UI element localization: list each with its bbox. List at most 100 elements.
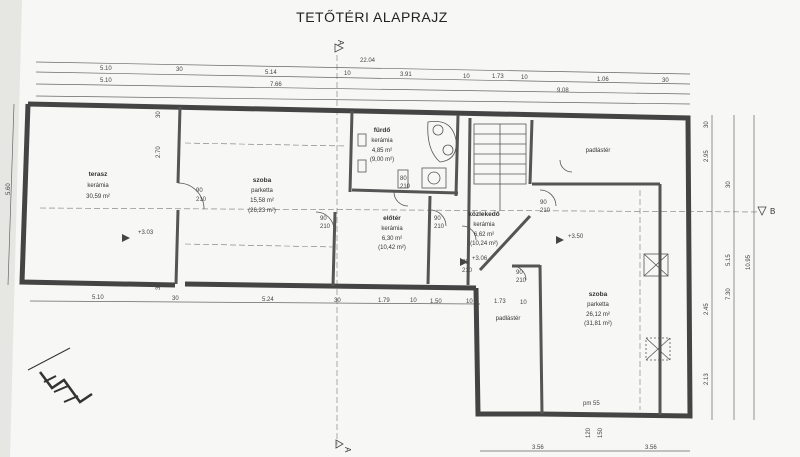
- svg-text:5.10: 5.10: [92, 295, 104, 301]
- svg-text:30: 30: [172, 296, 179, 302]
- svg-text:3.56: 3.56: [532, 445, 544, 451]
- svg-text:7.30: 7.30: [726, 288, 732, 300]
- svg-text:120: 120: [586, 427, 592, 438]
- svg-text:+3.50: +3.50: [568, 234, 584, 240]
- svg-text:90: 90: [540, 200, 547, 206]
- svg-text:210: 210: [400, 184, 411, 190]
- svg-text:szoba: szoba: [589, 291, 608, 298]
- svg-text:30: 30: [704, 121, 710, 128]
- svg-text:30: 30: [334, 298, 341, 304]
- svg-text:5.24: 5.24: [262, 297, 274, 303]
- svg-text:(26,23 m²): (26,23 m²): [248, 208, 276, 214]
- svg-text:kerámia: kerámia: [381, 226, 403, 232]
- svg-text:210: 210: [462, 268, 473, 274]
- svg-text:terasz: terasz: [89, 171, 109, 178]
- svg-text:2.45: 2.45: [704, 303, 710, 315]
- svg-text:parketta: parketta: [587, 302, 609, 308]
- svg-text:90: 90: [320, 216, 327, 222]
- svg-text:26,12 m²: 26,12 m²: [586, 312, 610, 318]
- svg-text:padlástér: padlástér: [586, 148, 611, 154]
- svg-text:(31,81 m²): (31,81 m²): [584, 321, 612, 327]
- svg-text:kerámia: kerámia: [473, 222, 495, 228]
- svg-text:9.08: 9.08: [557, 88, 569, 94]
- svg-text:5.15: 5.15: [726, 254, 732, 266]
- svg-text:parketta: parketta: [251, 188, 273, 194]
- svg-text:kerámia: kerámia: [371, 138, 393, 144]
- svg-text:A: A: [336, 40, 345, 46]
- svg-text:6,30 m²: 6,30 m²: [382, 236, 402, 242]
- svg-text:2.13: 2.13: [704, 373, 710, 385]
- svg-text:3.56: 3.56: [645, 445, 657, 451]
- svg-text:210: 210: [196, 197, 207, 203]
- page-curl-shadow: [0, 0, 22, 457]
- staircase: [473, 123, 527, 210]
- svg-text:5.14: 5.14: [265, 70, 277, 76]
- svg-text:előtér: előtér: [383, 215, 401, 222]
- svg-text:150: 150: [598, 427, 604, 438]
- svg-text:10: 10: [466, 299, 473, 305]
- section-marker-a-top: A: [334, 40, 345, 53]
- svg-text:3.91: 3.91: [400, 72, 412, 78]
- plan-title: TETŐTÉRI ALAPRAJZ: [296, 9, 448, 25]
- svg-text:padlástér: padlástér: [496, 316, 521, 322]
- svg-text:10: 10: [463, 74, 470, 80]
- svg-text:90: 90: [196, 188, 203, 194]
- svg-text:10: 10: [521, 75, 528, 81]
- svg-text:+3.06: +3.06: [472, 256, 488, 262]
- svg-text:2.95: 2.95: [704, 150, 710, 162]
- svg-text:210: 210: [516, 278, 527, 284]
- svg-text:1.73: 1.73: [494, 299, 506, 305]
- room-szoba-1: szoba parketta 15,58 m² (26,23 m²): [248, 177, 276, 214]
- svg-text:1.79: 1.79: [378, 298, 390, 304]
- svg-text:30: 30: [662, 78, 669, 84]
- svg-text:1.06: 1.06: [597, 77, 609, 83]
- svg-text:(10,42 m²): (10,42 m²): [378, 245, 406, 251]
- section-marker-b: B: [757, 206, 775, 216]
- svg-text:2.70: 2.70: [156, 146, 162, 158]
- svg-text:1.73: 1.73: [492, 74, 504, 80]
- svg-text:5.10: 5.10: [100, 66, 112, 72]
- svg-text:10: 10: [520, 300, 527, 306]
- room-kozlekedo: közlekedő kerámia 6,62 m² (10,24 m²) +3.…: [468, 211, 499, 262]
- svg-text:(10,24 m²): (10,24 m²): [470, 241, 498, 247]
- exterior-walls: [19, 101, 693, 419]
- svg-text:közlekedő: közlekedő: [468, 211, 499, 218]
- room-furdo: fürdő kerámia 4,85 m² (9,00 m²): [370, 127, 394, 163]
- svg-text:kerámia: kerámia: [87, 183, 109, 189]
- svg-text:30: 30: [726, 181, 732, 188]
- svg-text:5.10: 5.10: [100, 78, 112, 84]
- svg-text:6,62 m²: 6,62 m²: [474, 232, 494, 238]
- roof-windows: [643, 253, 671, 361]
- svg-text:A: A: [343, 447, 352, 453]
- top-dimension-chain: 22.04 5.10 30 5.14 10 3.91 10 1.73 10 1.…: [35, 58, 691, 105]
- svg-text:210: 210: [434, 224, 445, 230]
- svg-text:5.60: 5.60: [6, 183, 12, 195]
- svg-text:B: B: [770, 207, 775, 216]
- mid-dimension-chain: 5.10 30 5.24 30 1.79 10 1.50 10 1.73 10: [29, 295, 527, 306]
- svg-text:pm 55: pm 55: [583, 401, 600, 407]
- svg-text:7.66: 7.66: [270, 82, 282, 88]
- svg-text:90: 90: [516, 270, 523, 276]
- svg-text:90: 90: [434, 216, 441, 222]
- room-eloter: előtér kerámia 6,30 m² (10,42 m²): [378, 215, 406, 251]
- right-dimension-chain: 30 2.95 30 5.15 2.45 2.13 7.30 10.95: [704, 115, 755, 420]
- north-arrow-icon: [27, 347, 93, 404]
- svg-text:210: 210: [540, 208, 551, 214]
- bottom-labels: pm 55 120 150: [583, 401, 604, 438]
- svg-text:10: 10: [410, 298, 417, 304]
- svg-text:30,59 m²: 30,59 m²: [86, 194, 110, 200]
- svg-text:15,58 m²: 15,58 m²: [250, 198, 274, 204]
- svg-text:10: 10: [344, 71, 351, 77]
- svg-text:22.04: 22.04: [360, 58, 376, 64]
- section-marker-a-bottom: A: [335, 439, 352, 453]
- room-terasz: terasz kerámia 30,59 m² +3.03: [86, 171, 154, 236]
- svg-text:210: 210: [320, 224, 331, 230]
- level-markers: [122, 234, 564, 266]
- svg-text:(9,00 m²): (9,00 m²): [370, 157, 394, 163]
- room-szoba-2: +3.50 szoba parketta 26,12 m² (31,81 m²): [568, 234, 612, 327]
- svg-text:1.50: 1.50: [430, 299, 442, 305]
- svg-text:fürdő: fürdő: [374, 127, 391, 134]
- room-padlaster-bottom: padlástér: [496, 316, 521, 322]
